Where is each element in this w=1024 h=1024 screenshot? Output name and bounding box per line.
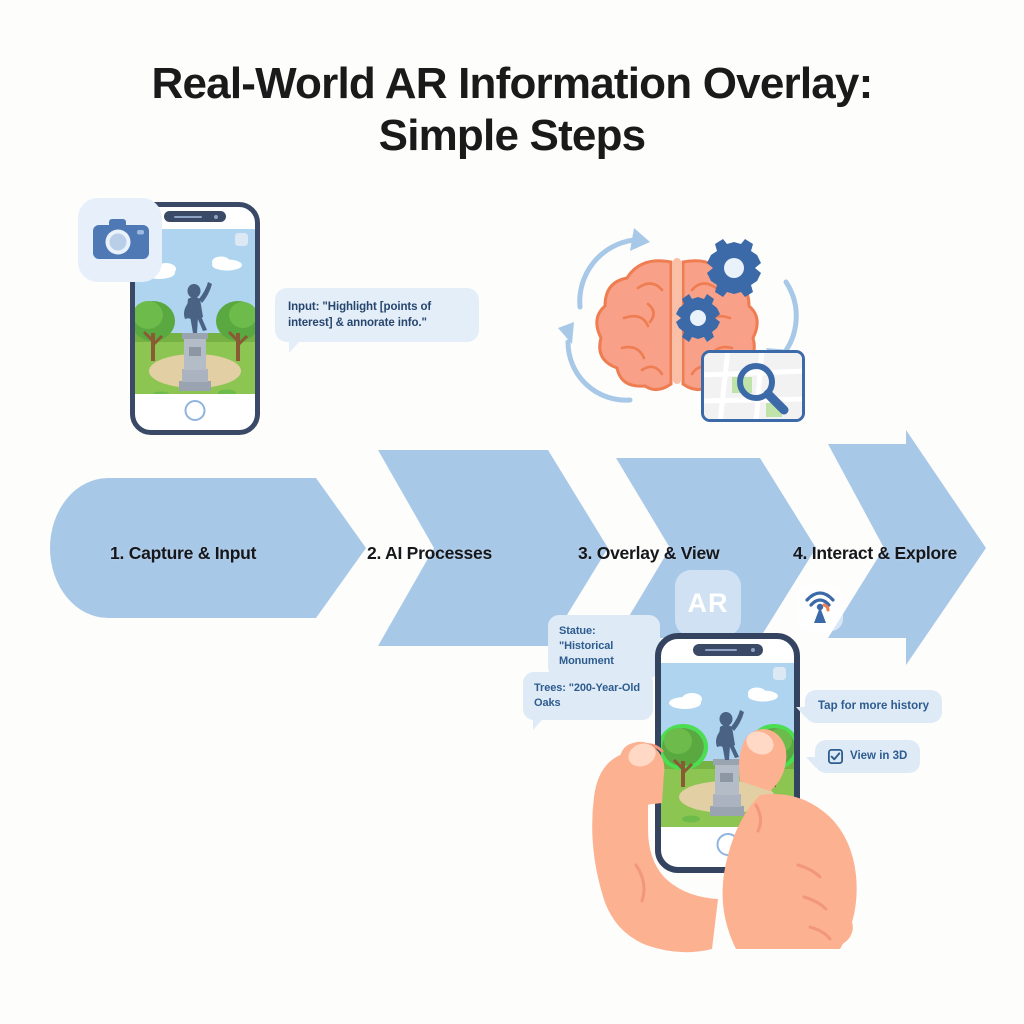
input-prompt-bubble: Input: "Highlight [points of interest] &… xyxy=(275,288,479,353)
annotation-trees: Trees: "200-Year-Old Oaks xyxy=(523,672,653,730)
capture-illustration: Input: "Highlight [points of interest] &… xyxy=(78,196,498,451)
process-flow-arrows: 1. Capture & Input 2. AI Processes 3. Ov… xyxy=(48,430,986,665)
page-title-line-2: Simple Steps xyxy=(378,111,647,160)
camera-icon xyxy=(78,198,162,282)
flow-arrow-4 xyxy=(828,430,986,665)
annotation-statue: Statue: "Historical Monument xyxy=(548,615,660,688)
tap-for-history-label: Tap for more history xyxy=(818,700,929,712)
step-label-capture[interactable]: 1. Capture & Input xyxy=(110,543,257,563)
ar-phone-front-camera xyxy=(750,647,755,652)
ar-phone-speaker xyxy=(704,648,737,651)
shutter-chip-icon xyxy=(235,233,248,246)
checkbox-icon xyxy=(828,749,843,764)
map-magnifier-icon xyxy=(701,350,805,422)
page-title: Real-World AR Information Overlay: Simpl… xyxy=(0,58,1024,162)
phone-screen-park-scene xyxy=(135,229,255,394)
ar-phone-home-button[interactable] xyxy=(716,833,739,856)
view-in-3d-label: View in 3D xyxy=(850,750,908,762)
flow-arrow-3 xyxy=(616,458,816,638)
signal-beacon-icon xyxy=(797,585,843,631)
flow-arrow-2 xyxy=(378,450,608,646)
ar-badge: AR xyxy=(675,570,741,636)
flow-arrow-1 xyxy=(50,478,366,618)
ar-phone-screen xyxy=(661,663,794,827)
ar-phone-notch xyxy=(692,644,763,656)
tap-for-history-action[interactable]: Tap for more history xyxy=(796,690,942,723)
step-label-overlay[interactable]: 3. Overlay & View xyxy=(578,543,720,563)
ar-interaction-illustration: AR Statue: "Historical Monument Trees: "… xyxy=(510,555,980,975)
ar-phone xyxy=(655,633,800,873)
phone-notch xyxy=(164,211,226,222)
view-in-3d-action[interactable]: View in 3D xyxy=(805,740,921,773)
step-label-ai[interactable]: 2. AI Processes xyxy=(367,543,492,563)
smartphone-icon xyxy=(130,202,260,435)
phone-speaker xyxy=(174,215,202,218)
step-label-interact[interactable]: 4. Interact & Explore xyxy=(793,543,957,563)
ar-shutter-chip-icon xyxy=(773,667,786,680)
phone-front-camera xyxy=(214,214,218,219)
page-title-line-1: Real-World AR Information Overlay: xyxy=(151,59,874,108)
gears-icon xyxy=(676,239,761,342)
ai-processing-illustration xyxy=(538,222,828,437)
phone-home-button[interactable] xyxy=(184,400,206,421)
